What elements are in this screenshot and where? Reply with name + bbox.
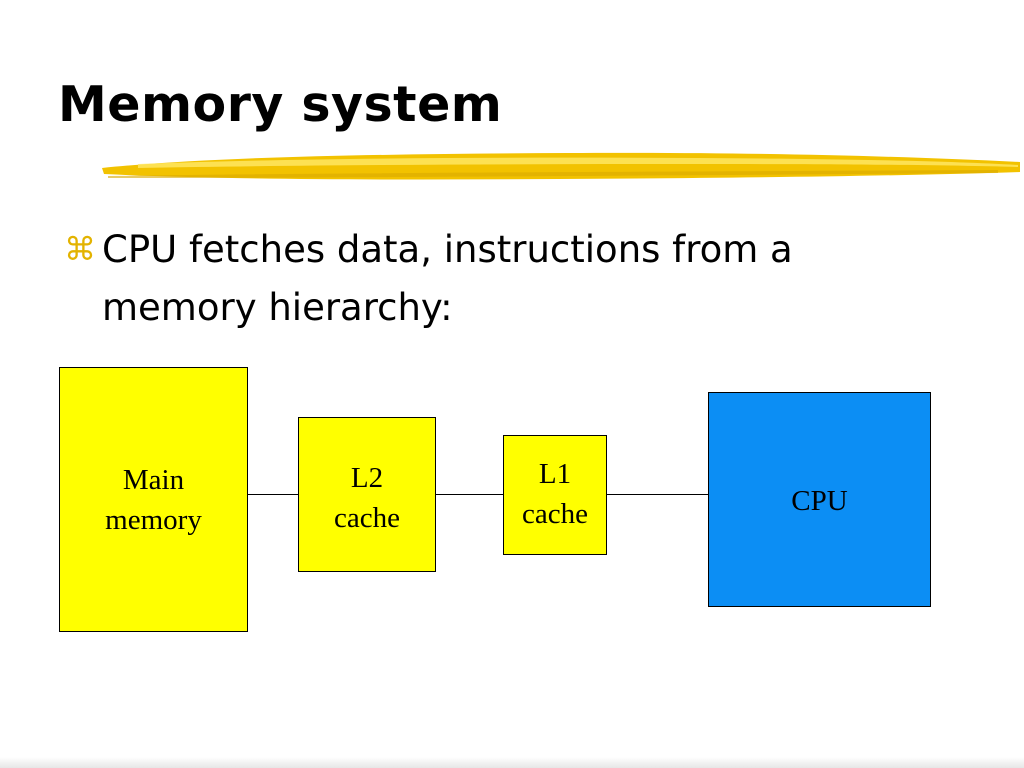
command-key-icon: ⌘	[64, 230, 96, 268]
l1-cache-box: L1 cache	[503, 435, 607, 555]
slide-bottom-edge	[0, 757, 1024, 768]
bullet-text-line-2: memory hierarchy:	[102, 286, 453, 329]
main-memory-label: Main memory	[105, 463, 202, 536]
bullet-text-line-1: CPU fetches data, instructions from a	[102, 228, 793, 271]
l1-cache-label: L1 cache	[522, 458, 588, 530]
cpu-label: CPU	[791, 485, 848, 517]
l2-cache-label: L2 cache	[334, 462, 400, 534]
cpu-box: CPU	[708, 392, 931, 607]
connector-l1-cpu	[606, 494, 709, 495]
connector-l2-l1	[435, 494, 503, 495]
bullet-line-1: ⌘CPU fetches data, instructions from a	[64, 220, 964, 279]
main-memory-box: Main memory	[59, 367, 248, 632]
l2-cache-box: L2 cache	[298, 417, 436, 572]
title-underline-brushstroke	[102, 152, 1020, 180]
connector-main-memory-l2	[247, 494, 299, 495]
slide-title: Memory system	[58, 76, 503, 133]
bullet-point: ⌘CPU fetches data, instructions from a m…	[64, 220, 964, 337]
